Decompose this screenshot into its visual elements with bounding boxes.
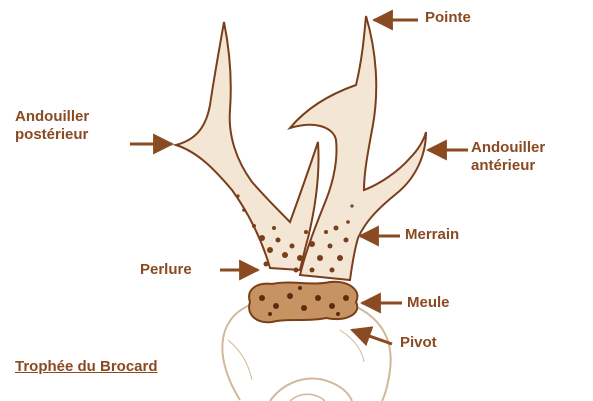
label-perlure: Perlure: [140, 261, 192, 279]
meule-burr: [249, 282, 357, 323]
label-meule: Meule: [407, 294, 450, 312]
diagram-caption: Trophée du Brocard: [15, 358, 158, 375]
label-pointe: Pointe: [425, 9, 471, 27]
label-andouiller-posterieur-line2: postérieur: [15, 126, 89, 144]
label-andouiller-posterieur: Andouiller postérieur: [15, 108, 89, 144]
label-andouiller-anterieur-line1: Andouiller: [471, 139, 545, 157]
label-merrain: Merrain: [405, 226, 459, 244]
label-pivot: Pivot: [400, 334, 437, 352]
left-antler: [176, 22, 319, 270]
label-andouiller-posterieur-line1: Andouiller: [15, 108, 89, 126]
label-andouiller-anterieur-line2: antérieur: [471, 157, 545, 175]
label-andouiller-anterieur: Andouiller antérieur: [471, 139, 545, 175]
